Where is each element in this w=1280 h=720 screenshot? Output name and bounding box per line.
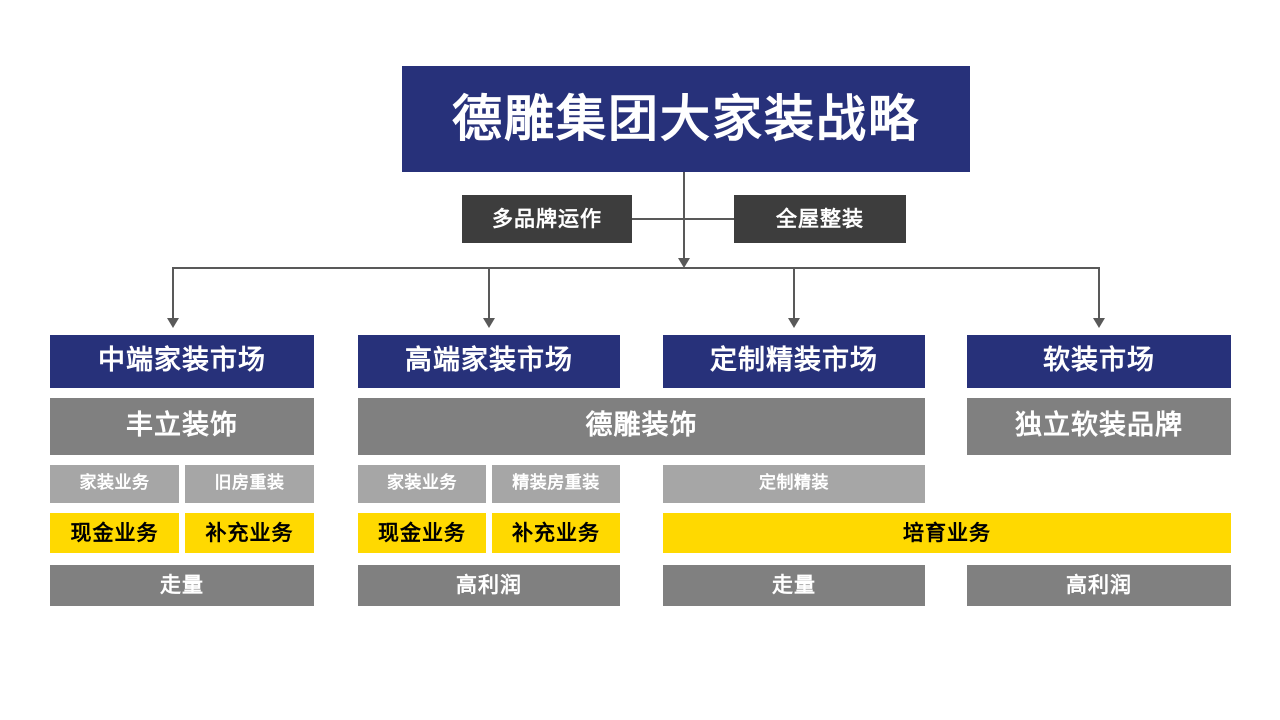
connector-drop-col-1 bbox=[172, 267, 174, 320]
market-header-col-3[interactable]: 定制精装市场 bbox=[663, 335, 925, 388]
market-header-col-4[interactable]: 软装市场 bbox=[967, 335, 1231, 388]
brand-box-col-2-3-merged[interactable]: 德雕装饰 bbox=[358, 398, 925, 455]
connector-title-arrow-icon bbox=[678, 258, 690, 268]
market-header-col-2[interactable]: 高端家装市场 bbox=[358, 335, 620, 388]
sub-business-col-1-item-1[interactable]: 家装业务 bbox=[50, 465, 179, 503]
market-header-col-1[interactable]: 中端家装市场 bbox=[50, 335, 314, 388]
goal-box-col-1[interactable]: 走量 bbox=[50, 565, 314, 606]
sub-business-col-3-item-1[interactable]: 定制精装 bbox=[663, 465, 925, 503]
goal-box-col-4[interactable]: 高利润 bbox=[967, 565, 1231, 606]
connector-between-chips bbox=[632, 218, 734, 220]
sub-business-col-1-item-2[interactable]: 旧房重装 bbox=[185, 465, 314, 503]
connector-title-to-bar bbox=[683, 172, 685, 260]
business-type-col-1-item-1[interactable]: 现金业务 bbox=[50, 513, 179, 553]
slide-title: 德雕集团大家装战略 bbox=[402, 66, 970, 172]
connector-distribution-bar bbox=[172, 267, 1099, 269]
brand-box-col-4[interactable]: 独立软装品牌 bbox=[967, 398, 1231, 455]
business-type-col-1-item-2[interactable]: 补充业务 bbox=[185, 513, 314, 553]
business-type-col-2-item-2[interactable]: 补充业务 bbox=[492, 513, 620, 553]
arrow-col-1-icon bbox=[167, 318, 179, 328]
strategy-chip-whole-house[interactable]: 全屋整装 bbox=[734, 195, 906, 243]
strategy-chip-multi-brand[interactable]: 多品牌运作 bbox=[462, 195, 632, 243]
arrow-col-4-icon bbox=[1093, 318, 1105, 328]
goal-box-col-2[interactable]: 高利润 bbox=[358, 565, 620, 606]
sub-business-col-2-item-1[interactable]: 家装业务 bbox=[358, 465, 486, 503]
connector-drop-col-4 bbox=[1098, 267, 1100, 320]
business-type-col-2-item-1[interactable]: 现金业务 bbox=[358, 513, 486, 553]
arrow-col-2-icon bbox=[483, 318, 495, 328]
arrow-col-3-icon bbox=[788, 318, 800, 328]
brand-box-col-1[interactable]: 丰立装饰 bbox=[50, 398, 314, 455]
sub-business-col-2-item-2[interactable]: 精装房重装 bbox=[492, 465, 620, 503]
goal-box-col-3[interactable]: 走量 bbox=[663, 565, 925, 606]
connector-drop-col-3 bbox=[793, 267, 795, 320]
business-type-col-3-4-merged[interactable]: 培育业务 bbox=[663, 513, 1231, 553]
connector-drop-col-2 bbox=[488, 267, 490, 320]
